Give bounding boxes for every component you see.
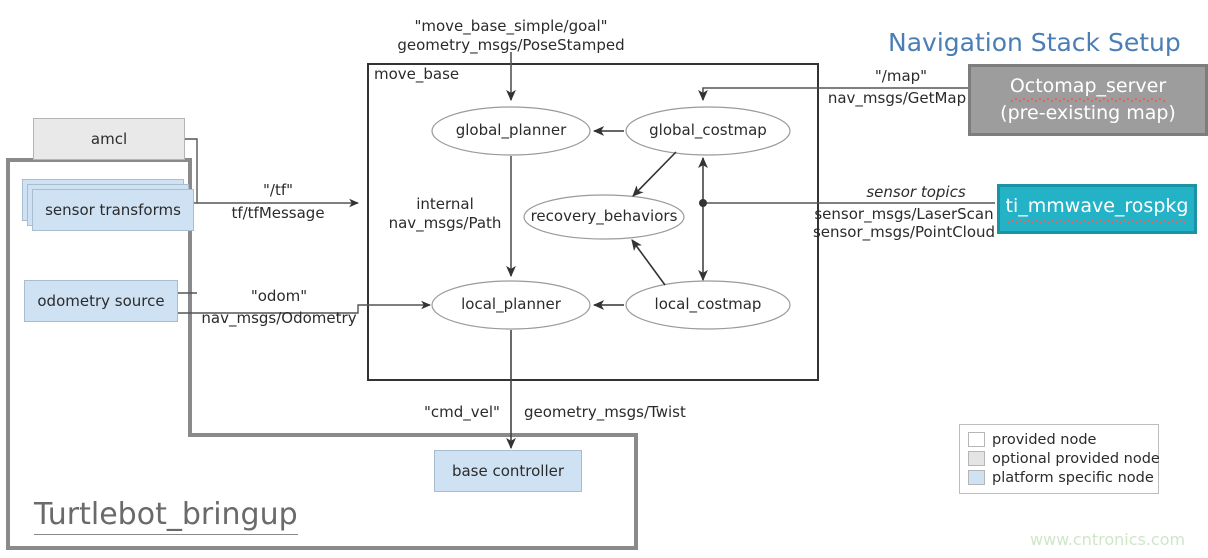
sensor-type-pointcloud-label: sensor_msgs/PointCloud (812, 223, 996, 241)
node-sensor-transforms[interactable]: sensor transforms (32, 189, 194, 231)
base-controller-label: base controller (451, 462, 565, 480)
internal-label-line2: nav_msgs/Path (388, 214, 502, 232)
local-costmap-label: local_costmap (654, 295, 762, 313)
watermark: www.cntronics.com (1030, 530, 1186, 549)
edge-odom-to-local-planner (178, 300, 431, 314)
cmdvel-topic-label: "cmd_vel" (424, 403, 500, 421)
turtlebot-bringup-label: Turtlebot_bringup (34, 497, 298, 535)
node-octomap-server[interactable]: Octomap_server (pre-existing map) (968, 64, 1208, 136)
legend-row-provided: provided node (968, 430, 1150, 449)
cmdvel-type-label: geometry_msgs/Twist (524, 403, 686, 421)
page-title: Navigation Stack Setup (888, 28, 1181, 57)
sensor-transforms-label: sensor transforms (45, 201, 181, 219)
map-type-label: nav_msgs/GetMap (827, 89, 967, 107)
amcl-label: amcl (90, 130, 128, 148)
node-local-costmap (625, 280, 791, 330)
odometry-source-label: odometry source (37, 292, 165, 310)
goal-type-label: geometry_msgs/PoseStamped (397, 36, 625, 54)
legend: provided node optional provided node pla… (959, 424, 1160, 494)
tf-topic-label: "/tf" (262, 181, 293, 199)
sensor-topics-label: sensor topics (866, 183, 966, 201)
node-odometry-source[interactable]: odometry source (24, 280, 178, 322)
node-amcl[interactable]: amcl (33, 118, 185, 160)
legend-row-optional: optional provided node (968, 449, 1160, 468)
edge-global-costmap-to-recovery (632, 151, 677, 197)
node-ti-mmwave-rospkg[interactable]: ti_mmwave_rospkg (997, 184, 1197, 234)
legend-swatch-provided-icon (968, 432, 985, 447)
legend-label-optional: optional provided node (992, 450, 1160, 467)
legend-swatch-platform-icon (968, 470, 985, 485)
internal-label-line1: internal (416, 195, 474, 213)
edge-local-costmap-to-recovery (631, 239, 666, 286)
edge-map-to-global-costmap (698, 87, 968, 102)
map-topic-label: "/map" (874, 67, 928, 85)
odom-topic-label: "odom" (250, 287, 308, 305)
move-base-label: move_base (374, 65, 460, 83)
octomap-server-label: Octomap_server (1009, 74, 1167, 102)
node-base-controller[interactable]: base controller (434, 450, 582, 492)
legend-label-platform: platform specific node (992, 469, 1154, 486)
local-planner-label: local_planner (461, 295, 561, 313)
junction-dot-sensor (699, 199, 707, 207)
legend-label-provided: provided node (992, 431, 1097, 448)
turtlebot-bringup-container (6, 158, 638, 550)
tf-type-label: tf/tfMessage (231, 204, 325, 222)
move-base-container (367, 63, 819, 381)
node-global-costmap (625, 106, 791, 156)
recovery-behaviors-label: recovery_behaviors (530, 207, 678, 225)
edge-amcl-to-tf (185, 138, 198, 203)
odom-type-label: nav_msgs/Odometry (201, 309, 357, 327)
sensor-type-laserscan-label: sensor_msgs/LaserScan (814, 205, 994, 223)
ti-mmwave-rospkg-label: ti_mmwave_rospkg (1005, 195, 1189, 222)
octomap-server-sublabel: (pre-existing map) (1000, 102, 1176, 124)
legend-swatch-optional-icon (968, 451, 985, 466)
goal-topic-label: "move_base_simple/goal" (414, 17, 608, 35)
node-local-planner (431, 280, 591, 330)
global-costmap-label: global_costmap (649, 121, 767, 139)
node-global-planner (431, 106, 591, 156)
global-planner-label: global_planner (455, 121, 567, 139)
node-recovery-behaviors (523, 194, 685, 240)
legend-row-platform: platform specific node (968, 468, 1154, 487)
